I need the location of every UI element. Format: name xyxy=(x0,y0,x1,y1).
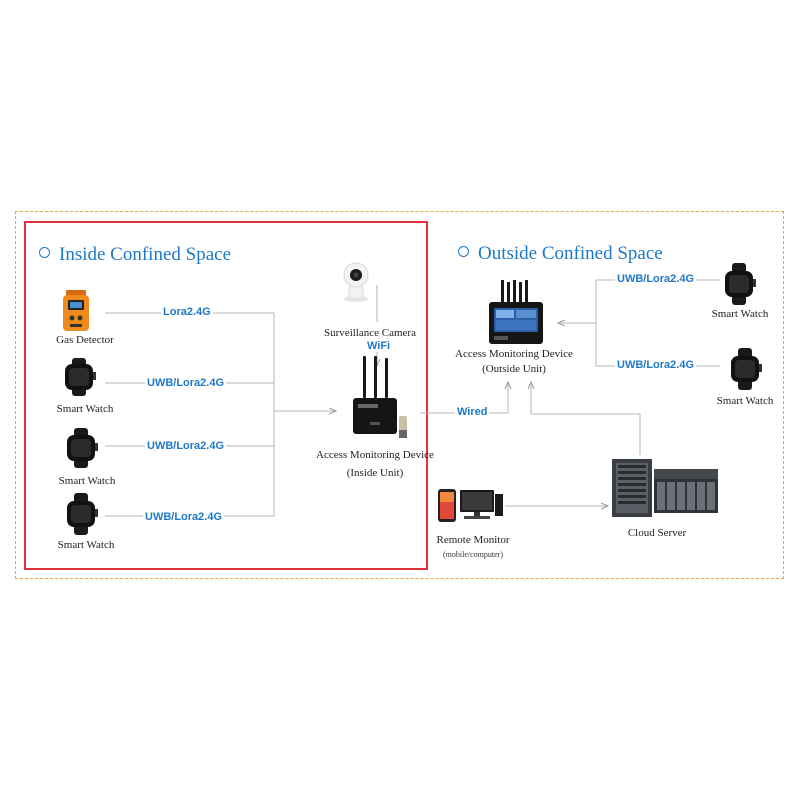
link-label: Lora2.4G xyxy=(161,306,213,318)
cloud-server-label: Cloud Server xyxy=(627,527,687,539)
smart-watch-icon xyxy=(67,428,98,468)
smart-watch-icon xyxy=(65,358,96,396)
remote-monitor-icon xyxy=(438,489,503,522)
smart-watch-label: Smart Watch xyxy=(58,475,116,487)
access-device-outside-icon xyxy=(489,280,543,344)
link-label: UWB/Lora2.4G xyxy=(615,359,697,371)
outside-section-title: Outside Confined Space xyxy=(458,243,663,265)
circle-icon xyxy=(39,247,50,258)
smart-watch-icon xyxy=(67,493,98,535)
smart-watch-label: Smart Watch xyxy=(711,308,769,320)
camera-label: Surveillance Camera xyxy=(324,327,416,339)
smart-watch-label: Smart Watch xyxy=(56,403,114,415)
outside-device-label: Access Monitoring Device xyxy=(455,348,573,360)
link-label: UWB/Lora2.4G xyxy=(143,511,225,523)
access-device-inside-icon xyxy=(353,356,407,438)
remote-monitor-label: Remote Monitor xyxy=(436,534,510,546)
smart-watch-icon xyxy=(725,263,756,305)
inside-device-label: Access Monitoring Device xyxy=(316,449,434,461)
outer-frame xyxy=(15,211,784,579)
inside-section-title: Inside Confined Space xyxy=(39,244,231,266)
outside-device-sublabel: (Outside Unit) xyxy=(482,363,546,375)
inside-frame xyxy=(24,221,428,570)
gas-detector-icon xyxy=(63,290,89,331)
link-label: WiFi xyxy=(365,340,393,352)
camera-icon xyxy=(343,262,369,302)
gas-detector-label: Gas Detector xyxy=(56,334,114,346)
remote-monitor-sublabel: (mobile/computer) xyxy=(443,550,503,559)
smart-watch-label: Smart Watch xyxy=(57,539,115,551)
smart-watch-icon xyxy=(731,348,762,390)
inside-device-sublabel: (Inside Unit) xyxy=(346,467,404,479)
link-label: UWB/Lora2.4G xyxy=(615,273,697,285)
link-label: UWB/Lora2.4G xyxy=(145,440,227,452)
cloud-server-icon xyxy=(612,459,718,517)
circle-icon xyxy=(458,246,469,257)
link-label: Wired xyxy=(455,406,490,418)
smart-watch-label: Smart Watch xyxy=(716,395,774,407)
link-label: UWB/Lora2.4G xyxy=(145,377,227,389)
